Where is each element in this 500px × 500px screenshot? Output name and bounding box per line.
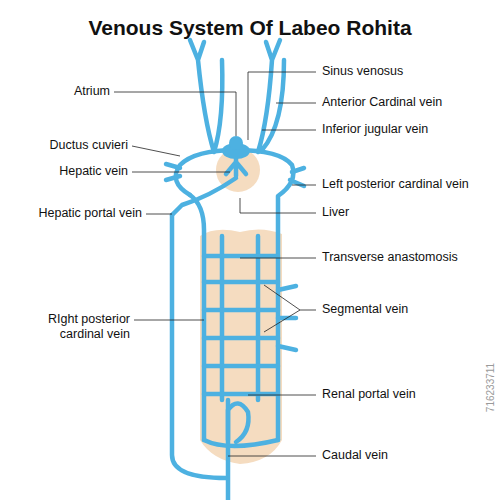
part-label: Sinus venosus [322,64,492,79]
part-label: Ductus cuvieri [20,138,128,153]
leader-line [240,258,316,259]
part-label: Hepatic portal vein [10,206,142,221]
diagram-title: Venous System Of Labeo Rohita [0,16,500,40]
leader-line [146,214,172,215]
transverse-anastomosis [204,256,278,394]
renal-portal-vein [228,403,249,442]
left-anterior-veins [190,40,222,152]
leader-line [240,198,316,213]
leader-line [276,103,316,104]
ductus-cuvieri [176,150,294,440]
leader-line [264,285,316,332]
kidney-shape [200,229,282,464]
part-label: Atrium [30,84,110,99]
right-posterior-cardinal-vein [190,195,204,440]
hepatic-portal-vein [172,178,236,215]
part-label: Transverse anastomosis [322,250,492,265]
leader-line [134,320,204,321]
leader-line [132,172,230,173]
part-label: Liver [322,205,492,220]
leader-lines [114,72,316,456]
leader-line [228,456,316,457]
veins [166,40,304,500]
leader-line [292,185,316,186]
kidney-veins [222,236,258,400]
leader-line [114,92,236,136]
right-anterior-veins [258,40,284,152]
leader-line [132,146,180,156]
atrium-shape [229,136,243,150]
leader-line [262,130,316,131]
part-label: Caudal vein [322,448,492,463]
leader-line [248,72,316,140]
part-label: Renal portal vein [322,387,492,402]
watermark: 716233711 [483,338,498,438]
part-label: RIght posterior cardinal vein [30,312,130,342]
part-label: Inferior jugular vein [322,122,492,137]
part-label: Anterior Cardinal vein [322,95,492,110]
leader-line [248,395,316,396]
part-label: Left posterior cardinal vein [322,177,497,192]
part-label: Segmental vein [322,302,492,317]
part-label: Hepatic vein [20,164,128,179]
side-branches [166,164,304,186]
organs [200,148,282,464]
